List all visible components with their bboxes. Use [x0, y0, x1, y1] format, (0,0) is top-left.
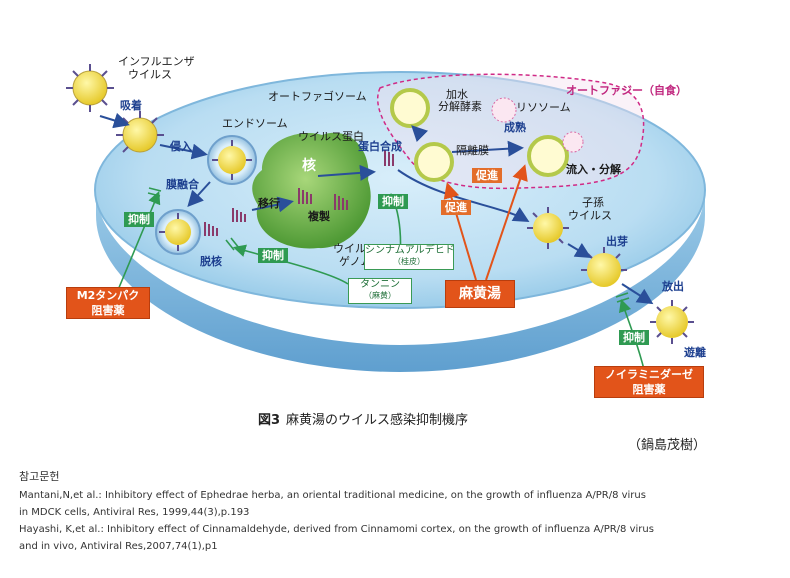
- figure-number: 図3: [258, 413, 281, 428]
- autophagy-label: オートファジー（自食）: [566, 84, 687, 97]
- references-heading: 참고문헌: [19, 470, 60, 483]
- migration-label: 移行: [258, 197, 280, 210]
- endosome-icon: [207, 135, 257, 185]
- references: 참고문헌 Mantani,N,et al.: Inhibitory effect…: [19, 468, 779, 555]
- cinnamaldehyde-label: シンナムアルデヒド: [365, 245, 455, 256]
- tannin-label: タンニン: [360, 279, 400, 290]
- figure-caption-text: 麻黄湯のウイルス感染抑制機序: [286, 413, 469, 428]
- adsorption-label: 吸着: [120, 99, 142, 112]
- virus-icon: [66, 64, 114, 112]
- uncoating-label: 脱核: [200, 255, 222, 268]
- release-label: 放出: [662, 280, 684, 293]
- progeny-virus-icon: [527, 207, 569, 249]
- lysosome-icon: [491, 97, 584, 153]
- membrane-fusion-label: 膜融合: [166, 178, 199, 191]
- reference-line-3: Hayashi, K,et al.: Inhibitory effect of …: [19, 524, 654, 535]
- reference-line-2: in MDCK cells, Antiviral Res, 1999,44(3)…: [19, 507, 250, 518]
- inhibit-tag-3: 抑制: [378, 194, 408, 209]
- virus-label: ウイルス: [128, 68, 172, 81]
- maoto-box: 麻黄湯: [445, 280, 515, 308]
- cinnamaldehyde-source: （桂皮）: [393, 257, 425, 266]
- m2-inhibitor-line-1: M2タンパク: [76, 289, 140, 302]
- nucleus-shape: [252, 132, 371, 249]
- mechanism-diagram: [66, 64, 706, 379]
- neuraminidase-inhibitor-line-2: 阻害薬: [632, 383, 666, 396]
- reference-line-1: Mantani,N,et al.: Inhibitory effect of E…: [19, 490, 646, 501]
- nucleus-label: 核: [302, 158, 316, 174]
- viral-protein-label: ウイルス蛋白: [298, 130, 364, 143]
- neuraminidase-inhibitor-box: ノイラミニダーゼ 阻害薬: [594, 366, 704, 398]
- influenza-label: インフルエンザ: [118, 55, 195, 68]
- isolation-membrane-label: 隔離膜: [456, 144, 489, 157]
- hydrolase-label-1: 加水: [446, 88, 468, 101]
- m2-inhibitor-box: M2タンパク 阻害薬: [66, 287, 150, 319]
- budding-label: 出芽: [606, 235, 628, 248]
- tannin-box: タンニン （麻黄）: [348, 278, 412, 304]
- genome-bars: [204, 150, 394, 236]
- hydrolase-label-2: 分解酵素: [438, 100, 482, 113]
- replication-label: 複製: [308, 210, 330, 223]
- tannin-source: （麻黄）: [364, 291, 396, 300]
- inhibit-tag-4: 抑制: [619, 330, 649, 345]
- cell: [94, 71, 706, 372]
- progeny-label-2: ウイルス: [568, 209, 612, 222]
- autophagosome-label: オートファゴソーム: [268, 90, 367, 103]
- cinnamaldehyde-box: シンナムアルデヒド （桂皮）: [364, 244, 455, 270]
- inhibit-tag-1: 抑制: [124, 212, 154, 227]
- endosome-label: エンドソーム: [222, 117, 288, 130]
- uncoating-virus-icon: [155, 209, 201, 255]
- viral-genome-label-2: ゲノム: [339, 255, 372, 268]
- maturation-label: 成熟: [504, 121, 526, 134]
- released-virus-icon: [650, 300, 694, 344]
- influx-degradation-label: 流入・分解: [566, 163, 621, 176]
- reference-line-4: and in vivo, Antiviral Res,2007,74(1),p1: [19, 541, 218, 552]
- lysosome-label: リソソーム: [516, 101, 571, 114]
- figure-caption: 図3 麻黄湯のウイルス感染抑制機序: [258, 409, 468, 428]
- promote-tag-left: 促進: [441, 200, 471, 215]
- inhibit-tag-2: 抑制: [258, 248, 288, 263]
- protein-synthesis-label: 蛋白合成: [358, 140, 402, 153]
- promote-tag-right: 促進: [472, 168, 502, 183]
- m2-inhibitor-line-2: 阻害薬: [91, 304, 125, 317]
- progeny-label-1: 子孫: [582, 196, 604, 209]
- autophagosome-icon: [390, 88, 569, 182]
- neuraminidase-inhibitor-line-1: ノイラミニダーゼ: [605, 368, 693, 381]
- author-credit: （鍋島茂樹）: [628, 438, 707, 453]
- dissociation-label: 遊離: [684, 346, 706, 359]
- entry-label: 侵入: [170, 140, 192, 153]
